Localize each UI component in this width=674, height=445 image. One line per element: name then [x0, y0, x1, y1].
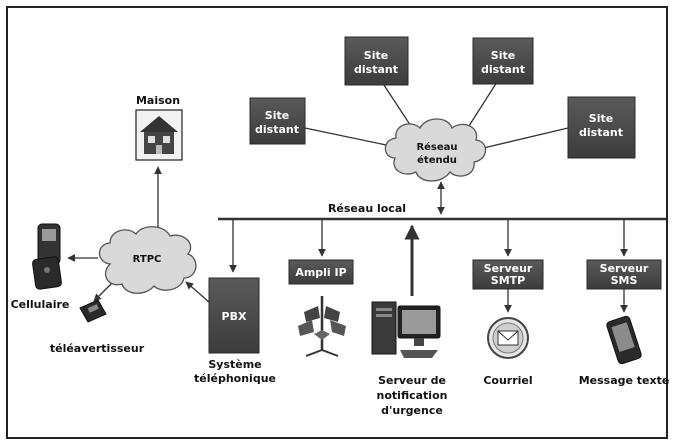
sms-line1: Serveur: [600, 262, 649, 275]
pbx-box: PBX: [208, 277, 260, 354]
ampli-label: Ampli IP: [295, 266, 346, 279]
phone-system-line2: téléphonique: [194, 372, 276, 385]
site2-line2: distant: [354, 63, 398, 76]
speakers-icon: [298, 296, 346, 357]
site4-line1: Site: [589, 112, 613, 125]
pstn-cloud: RTPC: [98, 226, 197, 294]
smtp-box: Serveur SMTP: [472, 259, 544, 290]
wan-label-line2: étendu: [417, 154, 457, 166]
site4-line2: distant: [579, 126, 623, 139]
remote-site-3: Site distant: [472, 37, 534, 85]
remote-site-2: Site distant: [344, 36, 409, 86]
wan-cloud: Réseau étendu: [384, 118, 487, 182]
notif-line1: Serveur de: [378, 374, 446, 387]
smtp-line1: Serveur: [484, 262, 533, 275]
notif-line2: notification: [377, 389, 448, 402]
phone-system-line1: Système: [208, 358, 261, 371]
pager-label: téléavertisseur: [50, 342, 145, 355]
lan-label: Réseau local: [328, 202, 406, 215]
pstn-label: RTPC: [133, 254, 162, 265]
site3-line1: Site: [491, 49, 515, 62]
site1-line1: Site: [265, 109, 289, 122]
sms-box: Serveur SMS: [586, 259, 662, 290]
diagram-frame: [6, 6, 668, 439]
site2-line1: Site: [364, 49, 388, 62]
connections: [67, 81, 666, 313]
link-wan-site4: [474, 127, 569, 151]
link-pbx-pstn: [185, 281, 210, 303]
site3-line2: distant: [481, 63, 525, 76]
email-label: Courriel: [483, 374, 532, 387]
email-icon: [487, 317, 529, 359]
cellphone-label: Cellulaire: [11, 298, 70, 311]
house-icon: [135, 109, 183, 161]
pbx-label: PBX: [222, 310, 247, 323]
cellphone-icon: [32, 223, 62, 290]
ampli-box: Ampli IP: [288, 259, 354, 285]
sms-caption: Message texte: [579, 374, 670, 387]
wan-label-line1: Réseau: [416, 141, 457, 153]
site1-line2: distant: [255, 123, 299, 136]
house-label: Maison: [136, 94, 180, 107]
notif-line3: d'urgence: [381, 404, 443, 417]
smartphone-icon: [606, 315, 642, 365]
remote-site-1: Site distant: [249, 97, 306, 145]
smtp-line2: SMTP: [491, 274, 525, 287]
pager-icon: [79, 299, 107, 323]
sms-line2: SMS: [611, 274, 638, 287]
remote-site-4: Site distant: [567, 96, 636, 159]
computer-icon: [371, 301, 441, 358]
